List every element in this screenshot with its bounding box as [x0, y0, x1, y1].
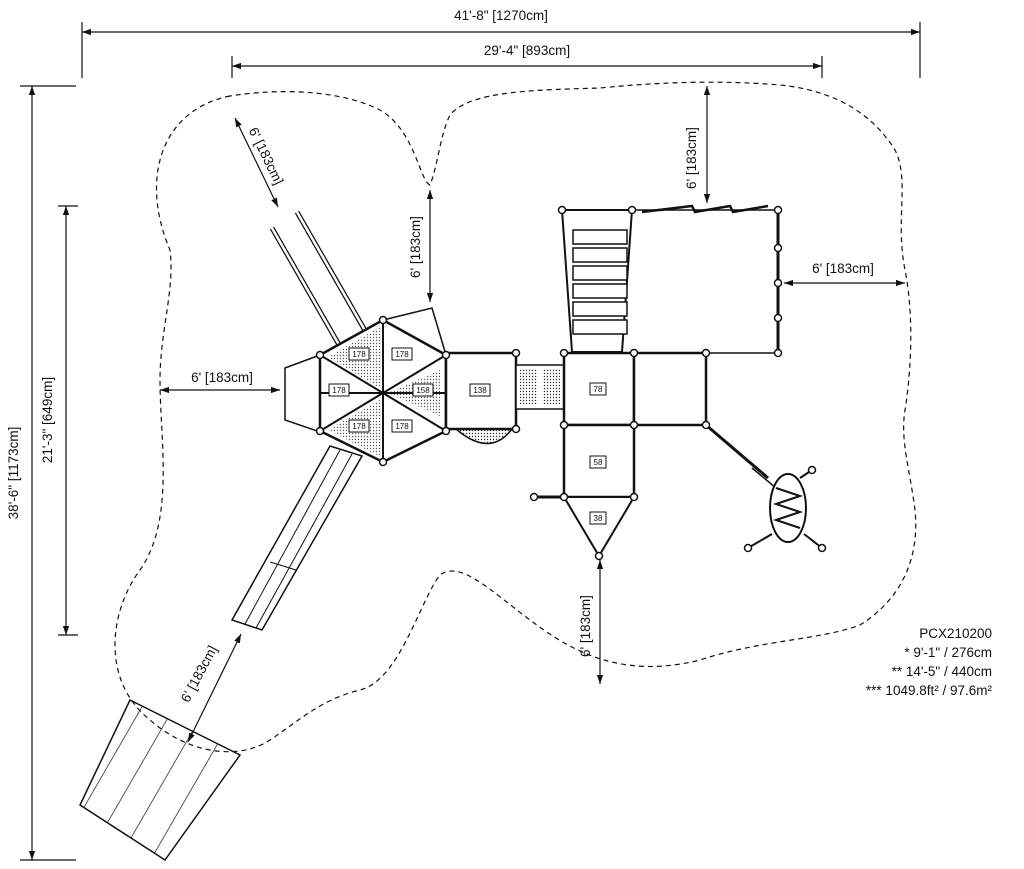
clearance-label-6: 6' [183cm]: [578, 595, 593, 657]
svg-text:138: 138: [473, 386, 487, 395]
svg-text:38: 38: [594, 514, 603, 523]
svg-text:158: 158: [416, 386, 430, 395]
model-number: PCX210200: [919, 626, 992, 641]
deck-tag-2: 178: [391, 347, 413, 361]
deck-tag-8: 78: [589, 382, 607, 396]
svg-text:58: 58: [594, 458, 603, 467]
clearance-right: 6' [183cm]: [784, 261, 905, 287]
svg-text:178: 178: [395, 350, 409, 359]
product-info-block: PCX210200 * 9'-1" / 276cm ** 14'-5" / 44…: [866, 624, 992, 700]
deck-tag-3: 178: [328, 383, 350, 397]
clearance-bottom-center: 6' [183cm]: [578, 560, 604, 684]
post-markers: [315, 205, 827, 561]
deck-tag-10: 38: [589, 511, 607, 525]
diagonal-rails: [269, 210, 370, 352]
clearance-label-2: 6' [183cm]: [408, 216, 423, 278]
deck-right-platform: [632, 351, 708, 427]
deck-tag-1: 178: [348, 347, 370, 361]
ladder-column: [560, 209, 634, 353]
deck-tag-6: 178: [391, 419, 413, 433]
upper-right-panel: [632, 204, 780, 354]
clearance-label-3: 6' [183cm]: [684, 127, 699, 189]
deck-tag-5: 178: [348, 419, 370, 433]
deck-tag-4: 158: [412, 383, 434, 397]
clearance-label-1: 6' [183cm]: [246, 125, 287, 187]
inner-width-dimension: 29'-4" [893cm]: [231, 43, 823, 78]
clearance-top-center: 6' [183cm]: [408, 190, 434, 302]
overall-height-label: 38'-6" [1173cm]: [6, 427, 21, 520]
info-line-2: ** 14'-5" / 440cm: [891, 664, 992, 679]
inner-height-dimension: 21'-3" [649cm]: [40, 205, 78, 636]
svg-text:178: 178: [352, 422, 366, 431]
clearance-top-right: 6' [183cm]: [684, 86, 711, 203]
steps-38-triangle: [562, 496, 636, 558]
clearance-left: 6' [183cm]: [160, 370, 280, 394]
safety-zone-outline: [114, 81, 917, 753]
clearance-top-left-diagonal: 6' [183cm]: [234, 117, 287, 208]
svg-text:178: 178: [332, 386, 346, 395]
tire-swing: [705, 423, 823, 549]
bridge: [515, 364, 565, 410]
deck-tag-7: 138: [469, 383, 491, 397]
svg-text:178: 178: [352, 350, 366, 359]
overall-width-label: 41'-8" [1270cm]: [454, 8, 548, 23]
info-line-1: * 9'-1" / 276cm: [904, 645, 992, 660]
long-slide: [230, 445, 364, 631]
svg-text:78: 78: [594, 385, 603, 394]
svg-text:178: 178: [395, 422, 409, 431]
info-line-3: *** 1049.8ft² / 97.6m²: [865, 683, 992, 698]
deck-138-hood: [453, 428, 514, 445]
overall-height-dimension: 38'-6" [1173cm]: [6, 85, 76, 861]
overall-width-dimension: 41'-8" [1270cm]: [81, 8, 921, 78]
clearance-label-7: 6' [183cm]: [178, 643, 220, 705]
clearance-label-5: 6' [183cm]: [191, 370, 253, 385]
clearance-bottom-left-diagonal: 6' [183cm]: [178, 633, 242, 743]
inner-height-label: 21'-3" [649cm]: [40, 377, 55, 463]
inner-width-label: 29'-4" [893cm]: [484, 43, 570, 58]
deck-tag-9: 58: [589, 455, 607, 469]
clearance-label-4: 6' [183cm]: [812, 261, 874, 276]
slide-exit-hatched-zone: [79, 698, 242, 862]
